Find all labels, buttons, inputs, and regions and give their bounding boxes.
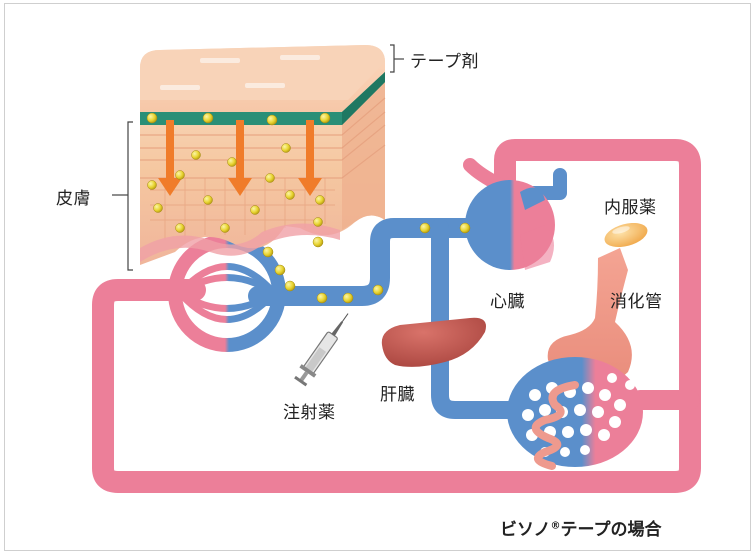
skin-bracket [112, 122, 133, 270]
liver-organ [382, 318, 486, 367]
skin-capillary-ring [175, 241, 279, 345]
diagram-caption: ビソノ®テープの場合 [500, 515, 661, 540]
caption-main: ビソノ [500, 520, 551, 540]
caption-rest: テープの場合 [561, 520, 662, 540]
liver-label: 肝臓 [380, 380, 415, 405]
pill-icon [602, 219, 650, 252]
syringe-icon [292, 308, 355, 387]
gi-tract-label: 消化管 [610, 287, 663, 312]
caption-reg: ® [551, 520, 561, 531]
heart-organ [465, 180, 555, 270]
heart-label: 心臓 [490, 287, 525, 312]
gi-capillary-net [507, 357, 643, 467]
tape-label: テープ剤 [410, 47, 479, 72]
skin-block [140, 45, 385, 265]
skin-label: 皮膚 [56, 184, 91, 209]
tape-bracket [390, 45, 404, 72]
oral-drug-label: 内服薬 [604, 193, 657, 218]
injection-label: 注射薬 [283, 398, 336, 423]
